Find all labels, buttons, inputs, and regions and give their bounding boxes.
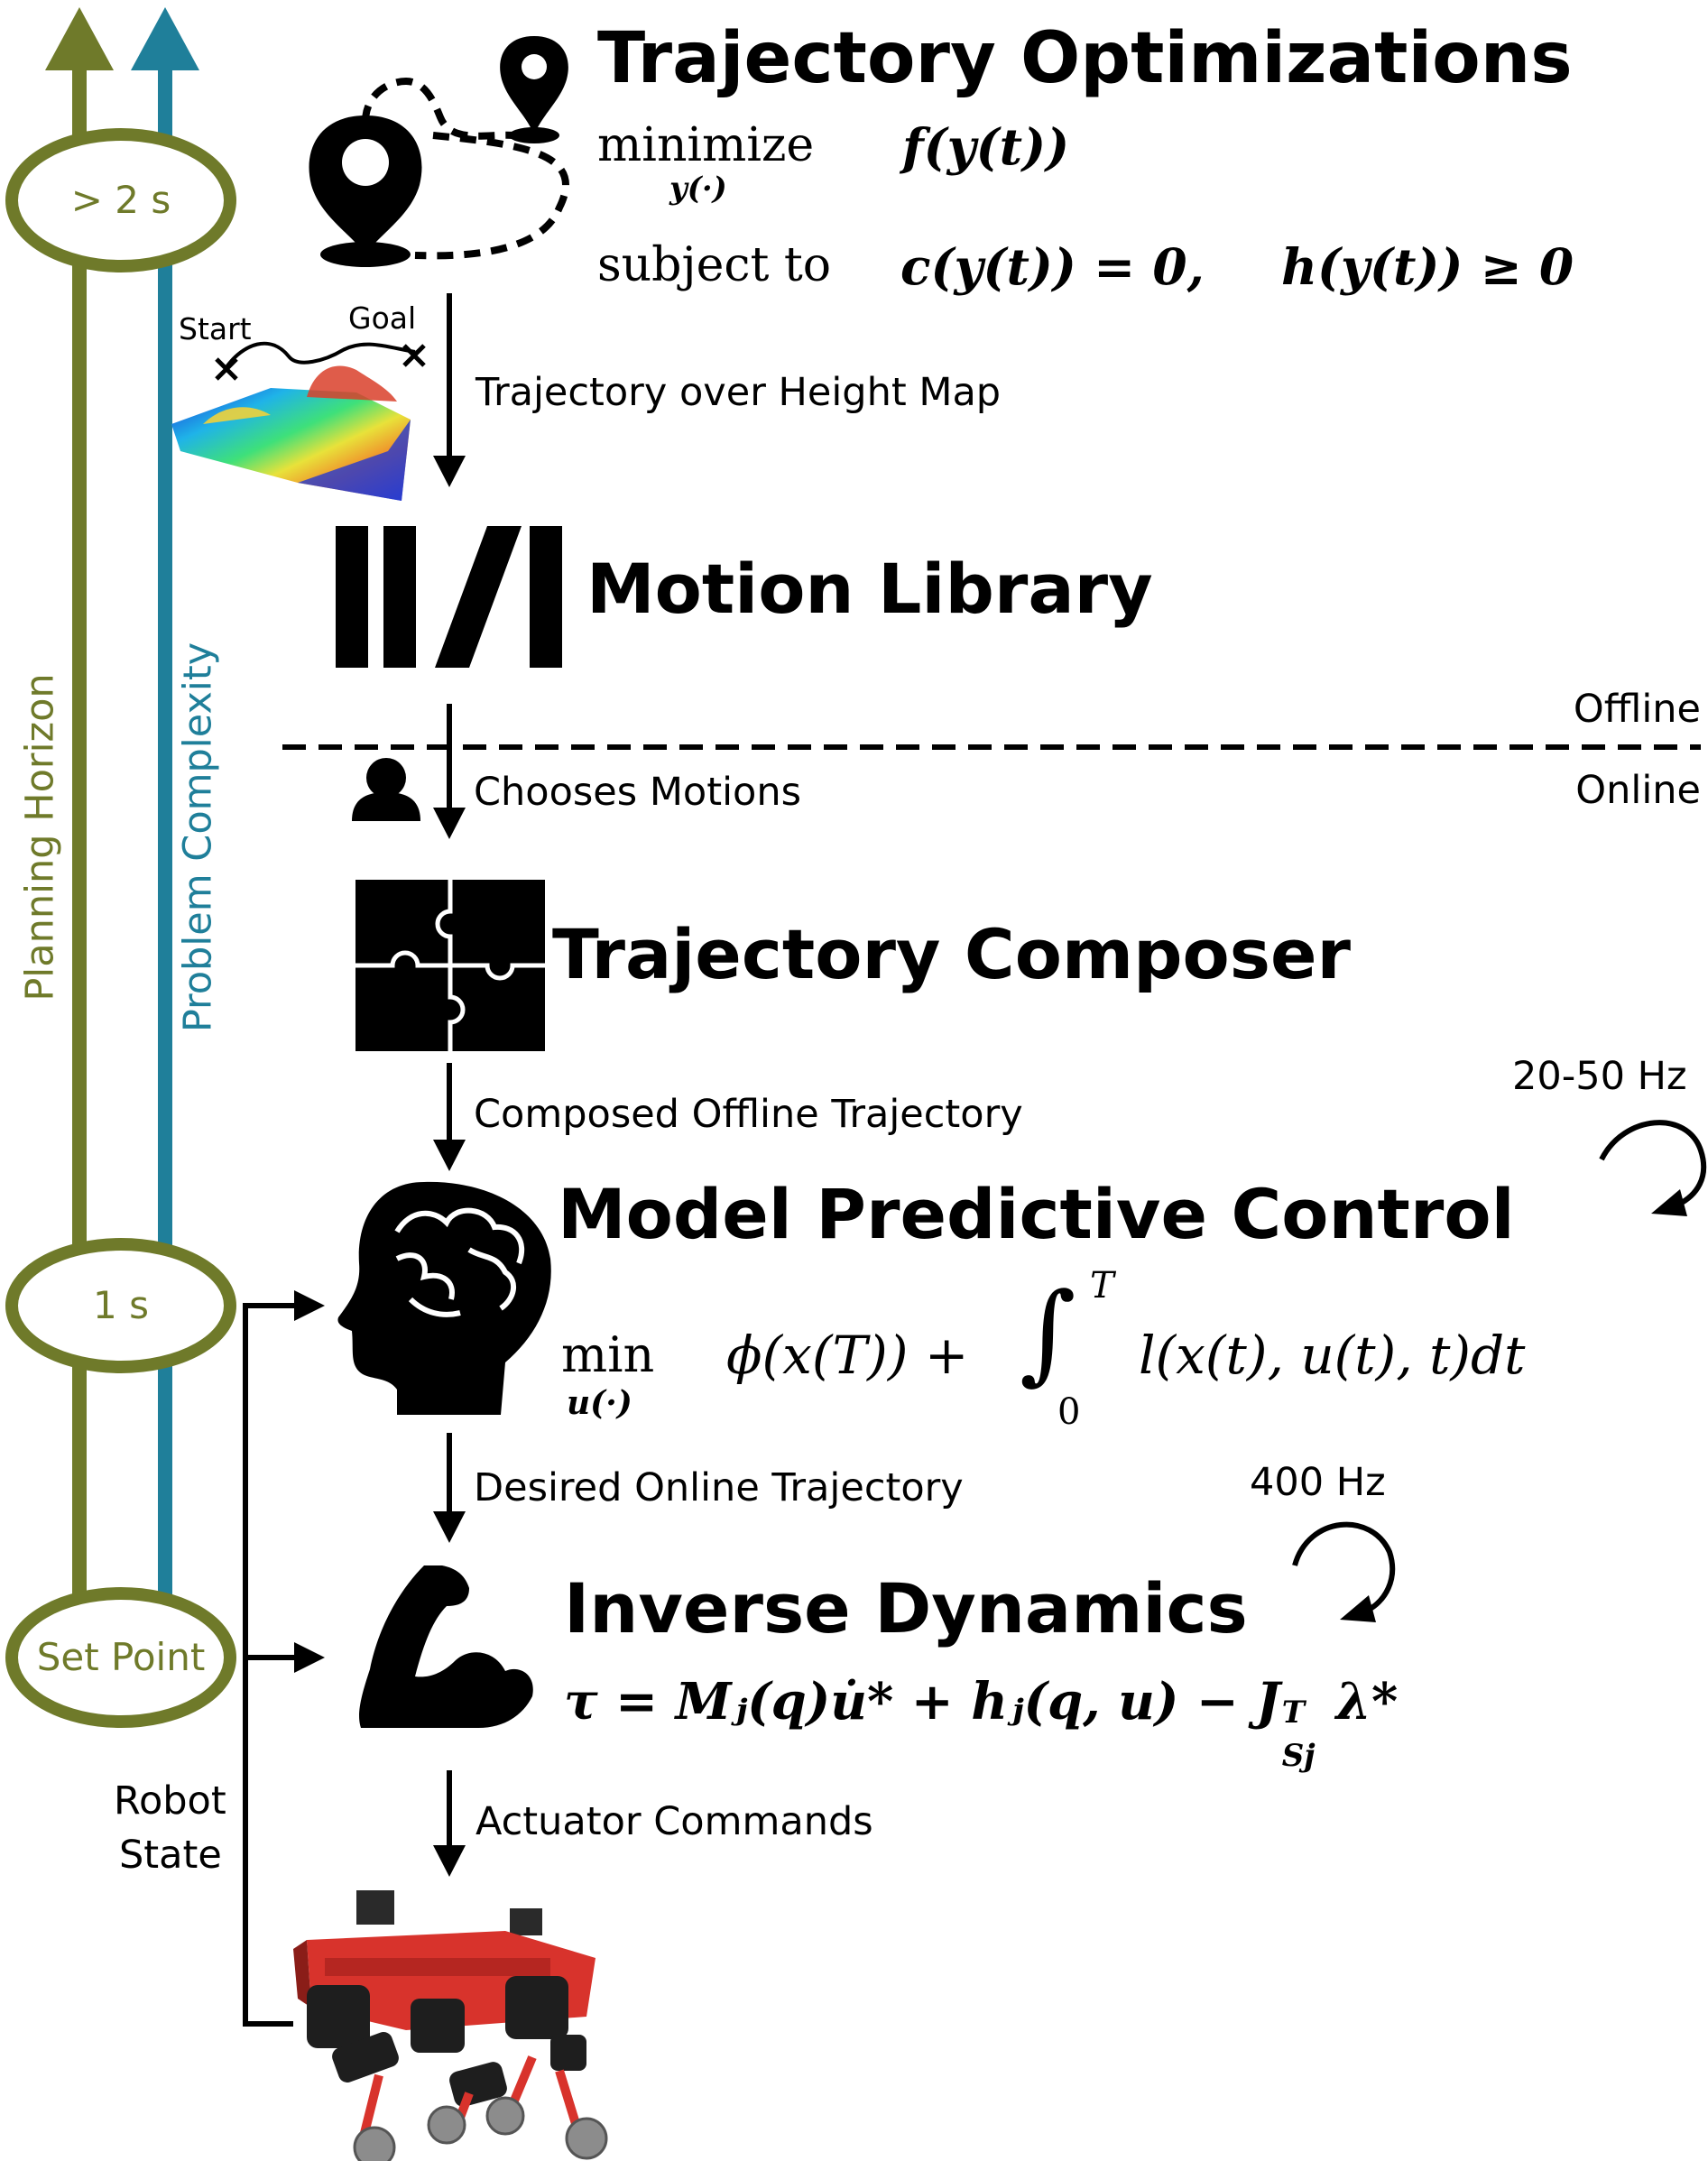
feedback-arrowhead-mpc — [294, 1290, 325, 1321]
flow-arrow-5 — [433, 1770, 466, 1877]
traj-opt-eq-constraint: c(y(t)) = 0, — [900, 237, 1205, 296]
inverse-dynamics-title: Inverse Dynamics — [564, 1568, 1248, 1648]
robot-state-label-line2: State — [119, 1833, 222, 1878]
motion-library-icon — [336, 526, 562, 668]
id-rate-label: 400 Hz — [1250, 1460, 1386, 1505]
traj-opt-minimize: minimize — [597, 118, 815, 172]
mpc-min: min — [561, 1326, 655, 1383]
id-equation-sub: Sj — [1281, 1738, 1316, 1774]
flow-arrow-2 — [433, 704, 466, 839]
arrow-label-desired-online: Desired Online Trajectory — [474, 1465, 964, 1510]
mpc-running-cost: l(x(t), u(t), t)dt — [1139, 1325, 1526, 1386]
mpc-min-var: u(·) — [567, 1384, 632, 1422]
traj-opt-objective: f(y(t)) — [902, 117, 1070, 176]
id-equation-main: τ = Mⱼ(q)u̇* + hⱼ(q, u) − J — [564, 1672, 1280, 1732]
map-pin-route-icon — [309, 36, 569, 267]
robot-state-label-line1: Robot — [114, 1778, 226, 1824]
quadruped-robot-image — [293, 1890, 608, 2161]
offline-label: Offline — [1573, 687, 1701, 732]
milestone-label-setpoint: Set Point — [36, 1635, 206, 1679]
robot-state-feedback-lines — [243, 1303, 298, 2027]
flexed-arm-icon — [359, 1565, 533, 1728]
flow-arrow-3 — [433, 1063, 466, 1171]
traj-opt-subject-to: subject to — [597, 238, 832, 292]
mpc-lower-limit: 0 — [1057, 1391, 1081, 1433]
mpc-integral-sign: ∫ — [1020, 1270, 1076, 1396]
traj-opt-min-var: y(·) — [669, 171, 727, 207]
milestone-ellipse-setpoint — [5, 1587, 236, 1728]
rate-loop-arrow-mpc — [1599, 1120, 1707, 1216]
milestone-ellipse-2s — [5, 128, 236, 272]
height-map-goal-label: Goal — [348, 300, 417, 336]
arrow-label-actuator-commands: Actuator Commands — [475, 1799, 873, 1844]
arrow-label-composed-offline: Composed Offline Trajectory — [474, 1092, 1023, 1137]
planning-horizon-label: Planning Horizon — [17, 673, 63, 1002]
arrow-label-height-map: Trajectory over Height Map — [475, 370, 1002, 415]
feedback-arrowhead-id — [294, 1642, 325, 1673]
mpc-upper-limit: T — [1090, 1265, 1114, 1307]
puzzle-icon — [355, 880, 545, 1051]
problem-complexity-label: Problem Complexity — [175, 642, 221, 1033]
milestone-label-2s: > 2 s — [70, 178, 171, 222]
flow-arrow-1 — [433, 293, 466, 487]
trajectory-optimizations-title: Trajectory Optimizations — [597, 18, 1573, 99]
mpc-title: Model Predictive Control — [558, 1174, 1515, 1254]
planning-horizon-axis — [45, 7, 114, 1633]
milestone-ellipse-1s — [5, 1238, 236, 1373]
milestone-label-1s: 1 s — [93, 1283, 149, 1327]
height-map-start-label: Start — [179, 311, 252, 346]
id-equation-sup: T — [1281, 1695, 1306, 1731]
mpc-terminal-cost: ϕ(x(T)) + — [726, 1325, 969, 1386]
id-equation-tail: λ* — [1335, 1672, 1399, 1732]
person-icon — [352, 758, 420, 821]
brain-head-icon — [337, 1181, 551, 1415]
mpc-rate-label: 20-50 Hz — [1512, 1054, 1687, 1099]
motion-library-title: Motion Library — [586, 549, 1153, 629]
rate-loop-arrow-id — [1292, 1521, 1396, 1622]
height-map-image — [171, 341, 426, 501]
arrow-label-chooses-motions: Chooses Motions — [474, 770, 802, 815]
traj-opt-ineq-constraint: h(y(t)) ≥ 0 — [1281, 237, 1574, 296]
online-label: Online — [1575, 768, 1701, 813]
flow-arrow-4 — [433, 1433, 466, 1543]
trajectory-composer-title: Trajectory Composer — [552, 914, 1351, 994]
